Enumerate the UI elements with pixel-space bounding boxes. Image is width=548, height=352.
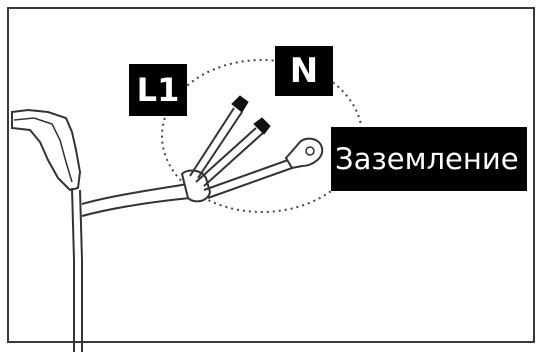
label-ground: Заземление (331, 127, 527, 191)
wire-l1 (189, 107, 243, 179)
wire-n (195, 127, 265, 187)
device-plug (11, 108, 82, 192)
diagram-frame (7, 7, 535, 343)
vertical-cord-edge (79, 189, 83, 352)
main-cable-top (81, 183, 189, 205)
label-l1: L1 (129, 64, 187, 116)
wire-ground (203, 159, 293, 199)
ground-terminal (284, 137, 324, 170)
ground-terminal-hole (305, 146, 315, 156)
label-n: N (275, 46, 333, 96)
vertical-cord (71, 187, 75, 352)
device-plug-inner (13, 117, 73, 183)
main-cable-bottom (81, 197, 191, 217)
cable-tie (180, 169, 212, 203)
wire-n-tip (253, 117, 271, 135)
wire-l1-tip (231, 95, 249, 113)
